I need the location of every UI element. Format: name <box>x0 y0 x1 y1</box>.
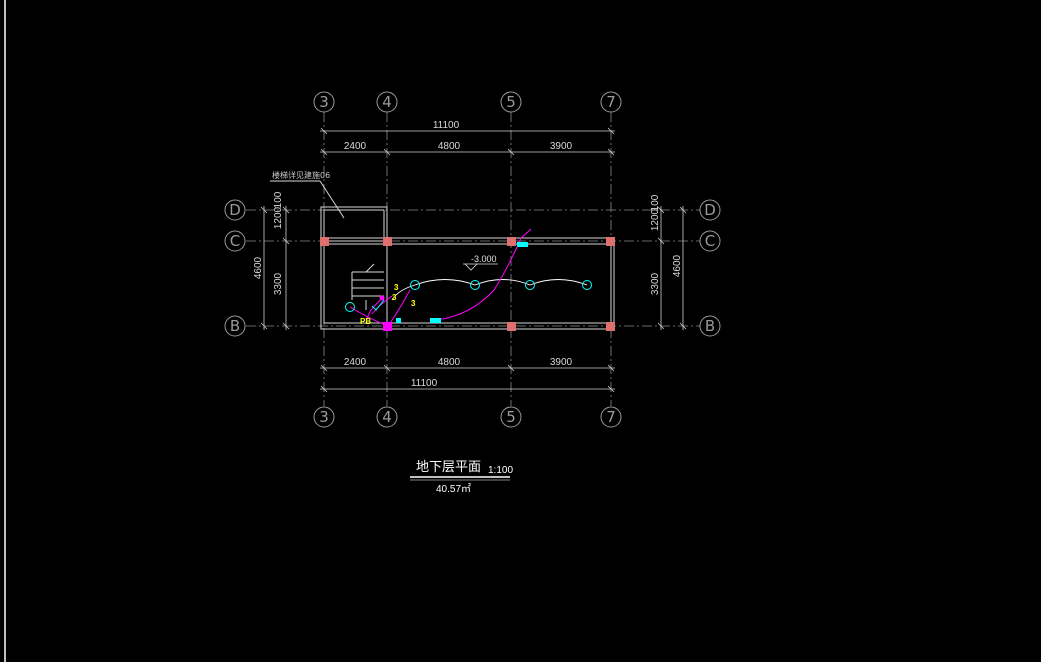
dim-top-total: 11100 <box>433 120 460 131</box>
svg-text:B: B <box>705 317 715 335</box>
light-fixture <box>345 302 355 312</box>
dim-top-seg-2: 4800 <box>438 141 461 152</box>
circuit-label: 3 <box>411 299 416 308</box>
switch-icon <box>379 295 385 301</box>
axis-bubble-4-bottom: 4 <box>376 406 398 428</box>
axis-bubble-5-bottom: 5 <box>500 406 522 428</box>
dim-right-total: 4600 <box>672 254 683 277</box>
dim-left-total: 4600 <box>253 256 264 279</box>
dimension-lines-right <box>657 206 687 330</box>
junction-box-icon <box>430 318 441 323</box>
svg-text:7: 7 <box>606 93 616 111</box>
dim-left-seg-2: 3300 <box>273 272 284 295</box>
svg-text:5: 5 <box>506 93 516 111</box>
dim-right-seg-2: 3300 <box>650 272 661 295</box>
dimension-lines-left <box>260 206 290 330</box>
axis-bubble-3-bottom: 3 <box>313 406 335 428</box>
building-walls <box>270 180 615 330</box>
light-fixture <box>582 280 592 290</box>
svg-text:3: 3 <box>319 93 329 111</box>
svg-text:C: C <box>230 232 240 250</box>
axis-bubble-C-left: C <box>224 230 246 252</box>
dim-bottom-seg-3: 3900 <box>550 357 573 368</box>
dim-bottom-total: 11100 <box>411 378 438 389</box>
dim-bottom-seg-2: 4800 <box>438 357 461 368</box>
dim-left-seg-1: 1200 <box>273 206 284 229</box>
axis-bubble-5-top: 5 <box>500 91 522 113</box>
svg-text:D: D <box>704 201 716 219</box>
switch-icon <box>396 318 401 323</box>
svg-text:5: 5 <box>506 408 516 426</box>
dim-top-seg-1: 2400 <box>344 141 367 152</box>
axis-bubble-7-bottom: 7 <box>600 406 622 428</box>
axis-bubble-B-right: B <box>699 315 721 337</box>
axis-bubble-4-top: 4 <box>376 91 398 113</box>
check-wiring-icon <box>371 299 385 311</box>
light-fixture <box>410 280 420 290</box>
floor-area: 40.57㎡ <box>436 483 471 495</box>
svg-text:3: 3 <box>319 408 329 426</box>
dim-left-small: 100 <box>273 191 284 208</box>
drawing-scale: 1:100 <box>488 465 513 476</box>
junction-box-icon <box>517 242 528 247</box>
dim-top-seg-3: 3900 <box>550 141 573 152</box>
svg-text:C: C <box>705 232 715 250</box>
axis-bubble-B-left: B <box>224 315 246 337</box>
axis-bubble-D-right: D <box>699 199 721 221</box>
stair-reference-note: 楼梯详见建施06 <box>272 170 330 180</box>
drawing-title: 地下层平面 <box>416 460 481 475</box>
elevation-marker: -3.000 <box>463 254 498 271</box>
axis-bubble-7-top: 7 <box>600 91 622 113</box>
svg-text:4: 4 <box>382 408 392 426</box>
dim-right-seg-1: 1200 <box>650 208 661 231</box>
axis-bubble-C-right: C <box>699 230 721 252</box>
axis-bubble-D-left: D <box>224 199 246 221</box>
light-fixture <box>525 280 535 290</box>
light-fixture <box>470 280 480 290</box>
axis-bubble-3-top: 3 <box>313 91 335 113</box>
dim-bottom-seg-1: 2400 <box>344 357 367 368</box>
dimension-lines-top <box>320 127 615 156</box>
elevation-text: -3.000 <box>471 254 497 264</box>
svg-text:D: D <box>229 201 241 219</box>
svg-text:B: B <box>230 317 240 335</box>
panel-label: PB <box>360 317 371 326</box>
svg-text:7: 7 <box>606 408 616 426</box>
dimension-lines-bottom <box>320 364 615 393</box>
circuit-label: 3 <box>394 283 399 292</box>
circuit-label: 3 <box>392 293 397 302</box>
svg-text:4: 4 <box>382 93 392 111</box>
distribution-panel-icon <box>383 322 392 331</box>
dim-right-small: 100 <box>650 194 661 211</box>
